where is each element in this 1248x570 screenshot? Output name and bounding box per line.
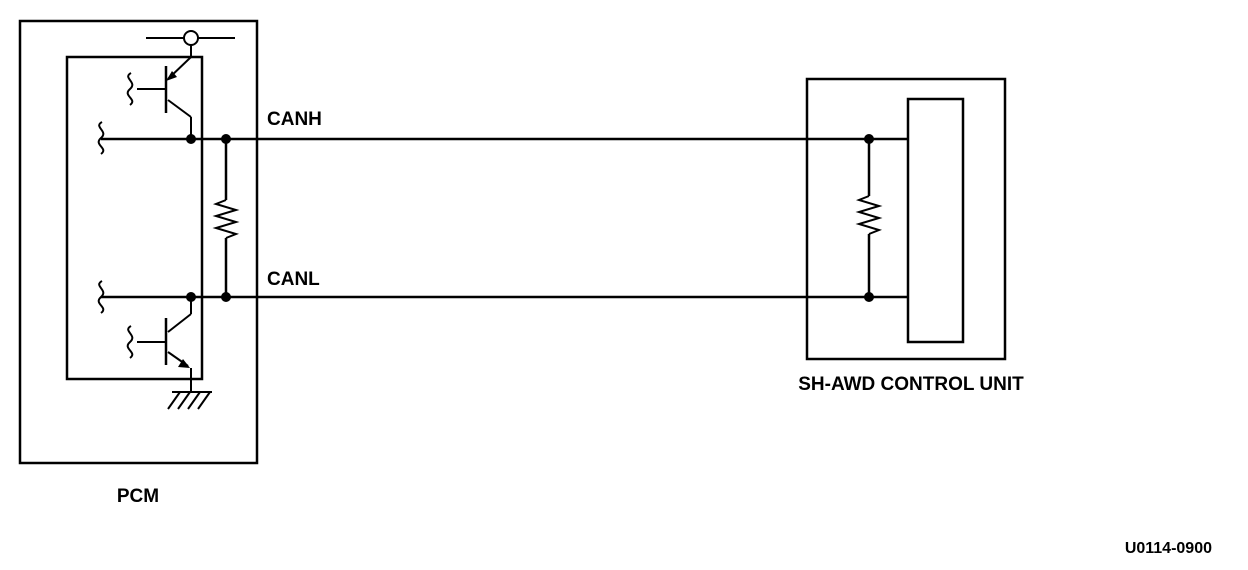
canl-junction-dot	[221, 292, 231, 302]
lower-signal-squiggle	[126, 325, 134, 359]
pcm-label: PCM	[117, 486, 159, 507]
canh-label: CANH	[267, 109, 322, 130]
ground-symbol	[167, 391, 212, 410]
lower-emitter-arrow	[178, 359, 190, 368]
figure-code-label: U0114-0900	[1125, 540, 1212, 557]
canh-junction-dot	[221, 134, 231, 144]
control-unit-outer-box	[805, 77, 1007, 361]
control-unit-termination-resistor	[855, 139, 883, 297]
power-terminal	[146, 30, 235, 57]
canl-label: CANL	[267, 269, 320, 290]
can-bus-lines	[101, 134, 908, 302]
canl-junction-dot	[186, 292, 196, 302]
upper-transistor	[126, 56, 192, 139]
upper-signal-squiggle	[126, 72, 134, 106]
control-unit-module	[805, 77, 1007, 361]
control-unit-label: SH-AWD CONTROL UNIT	[798, 374, 1024, 395]
pcm-outer-box	[18, 19, 259, 465]
canh-junction-dot	[186, 134, 196, 144]
upper-emitter-arrow	[166, 71, 177, 81]
pcm-module	[18, 19, 259, 465]
control-unit-transceiver-box	[906, 97, 965, 344]
pcm-termination-resistor	[212, 139, 240, 297]
pcm-inner-box	[65, 55, 204, 381]
